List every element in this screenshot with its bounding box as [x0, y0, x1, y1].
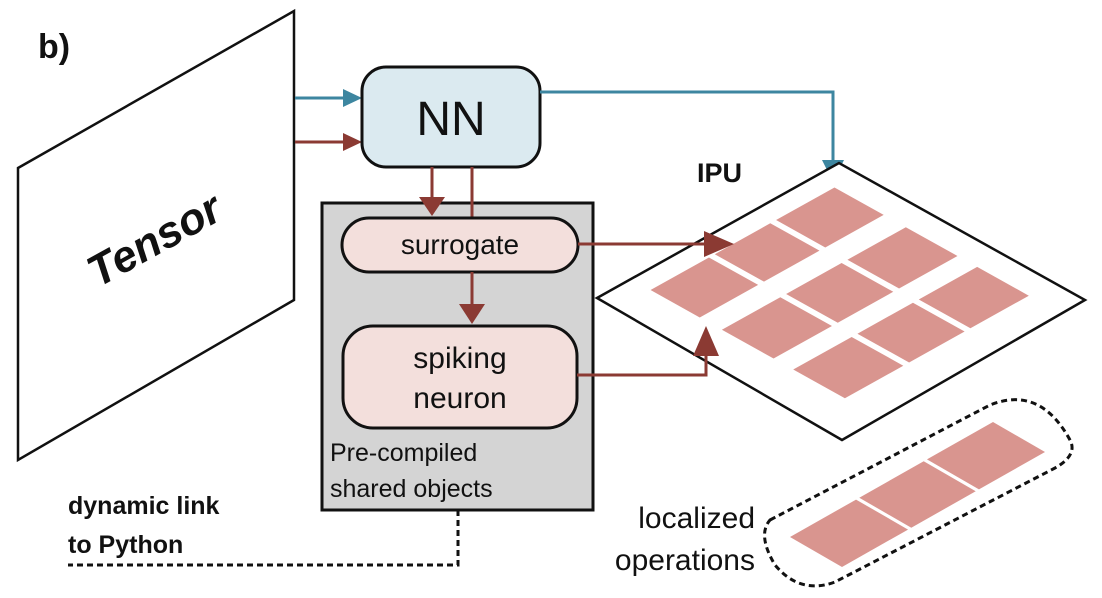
localized-tile — [790, 499, 909, 567]
red-arrowhead — [343, 133, 362, 151]
ipu-tile — [776, 187, 884, 248]
dynamic-link-label-line2: to Python — [68, 531, 183, 559]
nn-node: NN — [360, 65, 542, 169]
ipu-tile — [721, 297, 832, 359]
ipu-tile — [857, 302, 965, 363]
ipu-tile — [793, 336, 904, 399]
localized-tile — [859, 461, 976, 528]
tensor-plane — [16, 8, 296, 463]
ipu-tile — [918, 266, 1029, 329]
dynamic-link-label-line1: dynamic link — [68, 492, 220, 520]
localized-operations-label-line2: operations — [615, 544, 755, 577]
surrogate-label: surrogate — [401, 229, 519, 260]
ipu-tile-grid — [650, 187, 1029, 399]
ipu-tile — [786, 263, 894, 323]
red-arrowhead — [704, 231, 734, 257]
nn-to-ipu-teal-arrow — [540, 90, 835, 172]
ipu-tile — [650, 257, 759, 318]
localized-operations-group: localized operations — [615, 398, 1074, 588]
spiking-neuron-label-line2: neuron — [413, 382, 506, 415]
red-arrowhead — [693, 326, 719, 356]
surrogate-node: surrogate — [340, 216, 580, 274]
shared-objects-label-line1: Pre-compiled — [330, 439, 477, 467]
localized-operations-dashed-outline — [763, 398, 1074, 588]
panel-label: b) — [38, 28, 70, 66]
ipu-tile — [847, 227, 958, 289]
spiking-neuron-label-line1: spiking — [413, 342, 506, 375]
red-arrowhead — [419, 197, 445, 216]
localized-operations-label-line1: localized — [638, 502, 755, 535]
ipu-node: IPU — [594, 158, 1088, 442]
tensor-node: Tensor — [16, 8, 296, 463]
dynamic-link-dashed-line — [68, 510, 460, 567]
shared-objects-label-line2: shared objects — [330, 475, 493, 503]
ipu-label: IPU — [697, 158, 742, 188]
teal-arrowhead — [343, 89, 362, 107]
spiking-neuron-node: spiking neuron — [341, 324, 579, 430]
localized-tile — [926, 422, 1045, 490]
red-arrowhead — [459, 304, 485, 324]
nn-label: NN — [416, 93, 485, 146]
localized-tile-strip — [790, 422, 1045, 567]
nn-box — [360, 65, 542, 169]
ipu-tile — [714, 223, 820, 282]
spiking-neuron-box — [341, 324, 579, 430]
